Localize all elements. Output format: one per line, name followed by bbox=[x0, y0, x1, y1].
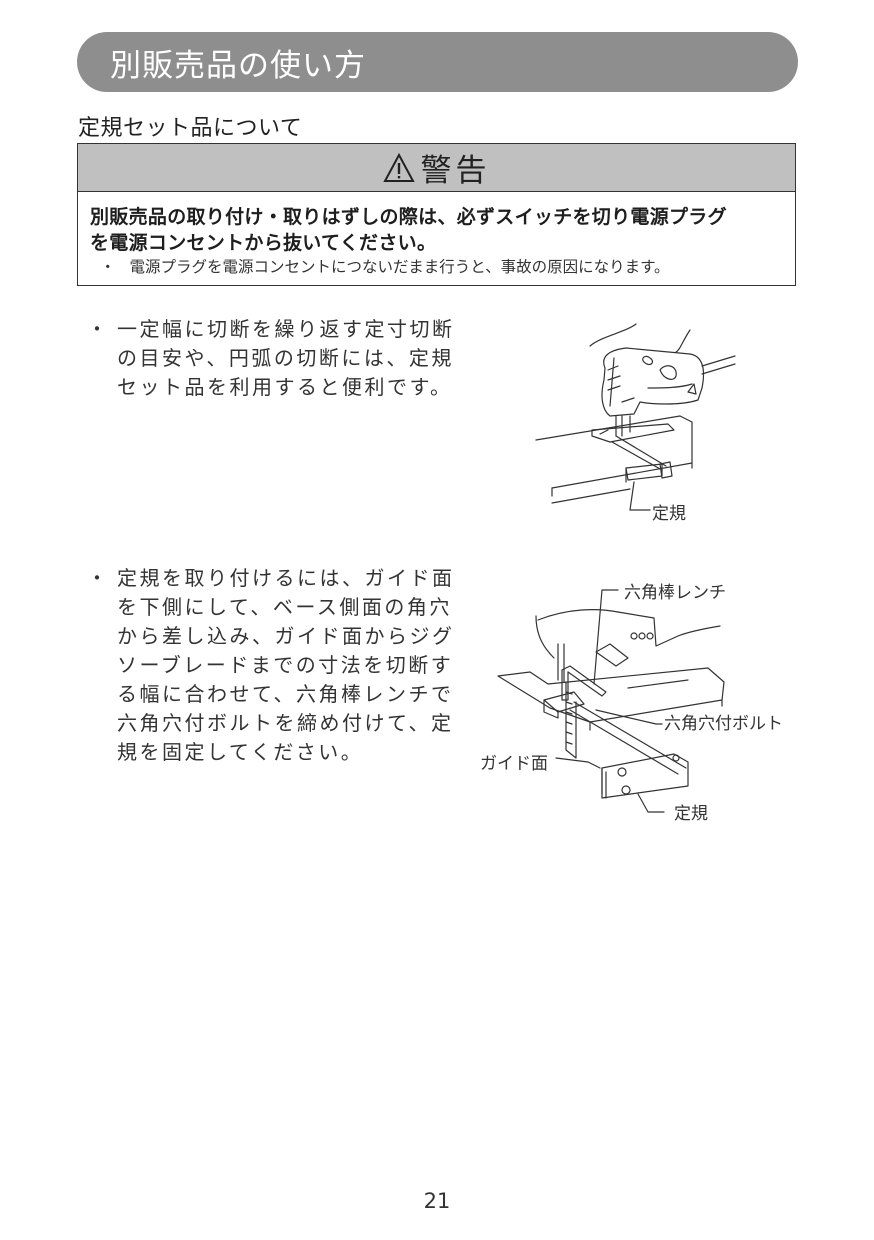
figure-label-guide-face: ガイド面 bbox=[480, 754, 548, 774]
warning-triangle-icon bbox=[382, 152, 415, 182]
rule-attachment-illustration bbox=[497, 589, 725, 813]
figure-jigsaw-with-rule: 定規 bbox=[530, 318, 750, 533]
warning-main-line-1: 別販売品の取り付け・取りはずしの際は、必ずスイッチを切り電源プラグ bbox=[90, 206, 727, 228]
bullet-marker: ・ bbox=[87, 317, 110, 341]
figure-label-rule: 定規 bbox=[674, 804, 708, 824]
warning-note: ・電源プラグを電源コンセントにつないだまま行うと、事故の原因になります。 bbox=[100, 256, 795, 278]
warning-note-text: 電源プラグを電源コンセントにつないだまま行うと、事故の原因になります。 bbox=[129, 258, 670, 276]
section-heading: 定規セット品について bbox=[78, 116, 303, 141]
bullet-item: ・ 定規を取り付けるには、ガイド面を下側にして、ベース側面の角穴から差し込み、ガ… bbox=[87, 564, 462, 767]
figure-rule-attachment: 六角棒レンチ 六角穴付ボルト ガイド面 定規 bbox=[478, 572, 800, 830]
bullet-text: 定規を取り付けるには、ガイド面を下側にして、ベース側面の角穴から差し込み、ガイド… bbox=[117, 566, 455, 764]
figure-label-rule: 定規 bbox=[652, 504, 686, 524]
warning-header: 警告 bbox=[78, 144, 795, 192]
figure-label-hex-bolt: 六角穴付ボルト bbox=[664, 714, 783, 734]
jigsaw-illustration bbox=[535, 323, 736, 511]
chapter-banner: 別販売品の使い方 bbox=[77, 32, 798, 92]
bullet-text: 一定幅に切断を繰り返す定寸切断の目安や、円弧の切断には、定規セット品を利用すると… bbox=[117, 317, 455, 399]
bullet-marker: ・ bbox=[87, 566, 110, 590]
warning-box: 警告 別販売品の取り付け・取りはずしの際は、必ずスイッチを切り電源プラグ を電源… bbox=[77, 143, 796, 286]
chapter-title: 別販売品の使い方 bbox=[110, 47, 366, 84]
warning-title: 警告 bbox=[420, 153, 491, 189]
figure-label-hex-wrench: 六角棒レンチ bbox=[624, 583, 726, 603]
warning-main-line-2: を電源コンセントから抜いてください。 bbox=[90, 232, 437, 254]
page-number: 21 bbox=[423, 1189, 451, 1213]
warning-main-text: 別販売品の取り付け・取りはずしの際は、必ずスイッチを切り電源プラグ を電源コンセ… bbox=[90, 204, 795, 256]
warning-note-bullet: ・ bbox=[100, 258, 116, 276]
bullet-item: ・ 一定幅に切断を繰り返す定寸切断の目安や、円弧の切断には、定規セット品を利用す… bbox=[87, 315, 462, 402]
